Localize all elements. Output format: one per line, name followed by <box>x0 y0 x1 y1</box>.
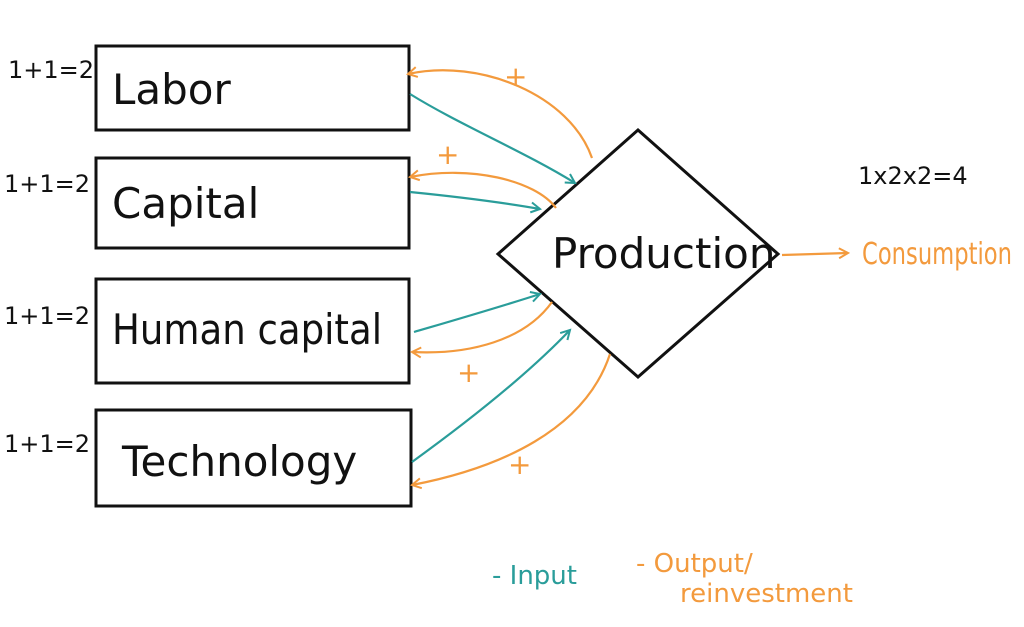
factor-box-technology <box>94 408 413 508</box>
factor-labor: Labor 1+1=2 <box>8 44 411 132</box>
count-label-capital: 1+1=2 <box>4 170 90 198</box>
production-label: Production <box>552 229 775 278</box>
reinvest-arrow-human-capital <box>412 301 553 352</box>
product-label: 1x2x2=4 <box>858 162 968 190</box>
count-label-human-capital: 1+1=2 <box>4 302 90 330</box>
factor-box-labor <box>94 44 411 132</box>
input-arrow-capital <box>409 190 540 209</box>
production-node: Production <box>495 127 781 379</box>
consumption-label: Consumption <box>862 237 1012 272</box>
plus-sign-labor: + <box>504 60 527 93</box>
plus-sign-human-capital: + <box>457 356 480 389</box>
legend: - Input - Output/ reinvestment <box>492 549 853 609</box>
consumption-arrow <box>781 253 848 255</box>
input-arrow-technology <box>411 330 570 463</box>
count-label-technology: 1+1=2 <box>4 430 90 458</box>
count-label-labor: 1+1=2 <box>8 56 94 84</box>
factor-box-capital <box>94 156 411 250</box>
legend-input-label: - Input <box>492 561 577 591</box>
input-arrow-labor <box>409 93 575 183</box>
legend-output-label: - Output/ <box>636 549 753 579</box>
plus-sign-capital: + <box>436 138 459 171</box>
factor-label-human-capital: Human capital <box>112 305 382 354</box>
factor-human-capital: Human capital 1+1=2 <box>4 277 411 385</box>
input-arrow-human-capital <box>413 294 540 334</box>
legend-reinvestment-label: reinvestment <box>680 579 853 609</box>
factor-capital: Capital 1+1=2 <box>4 156 411 250</box>
factor-label-labor: Labor <box>112 65 231 114</box>
production-diamond <box>495 127 781 379</box>
reinvest-arrow-technology <box>412 353 612 485</box>
reinvest-arrow-labor <box>408 70 594 159</box>
factor-label-capital: Capital <box>112 179 259 228</box>
factor-label-technology: Technology <box>121 437 357 486</box>
factor-box-human-capital <box>94 277 411 385</box>
factor-technology: Technology 1+1=2 <box>4 408 413 508</box>
reinvest-arrow-capital <box>410 173 557 209</box>
plus-sign-technology: + <box>508 448 531 481</box>
